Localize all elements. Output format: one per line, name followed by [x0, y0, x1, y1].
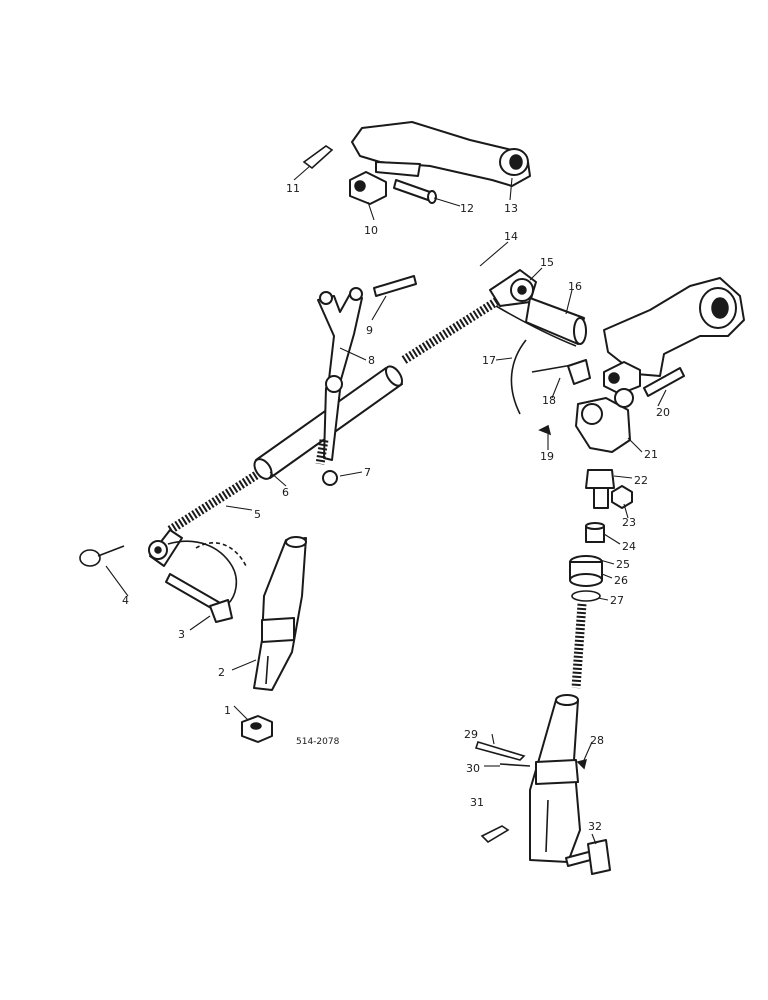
callout-5: 5 [254, 508, 261, 521]
nipple-28 [576, 758, 588, 770]
callout-16: 16 [568, 280, 582, 293]
crank-18 [531, 359, 591, 385]
pin-3 [165, 573, 233, 623]
leader-lines [105, 165, 667, 845]
callout-29: 29 [464, 728, 478, 741]
callout-8: 8 [368, 354, 375, 367]
callout-12: 12 [460, 202, 474, 215]
pin-30 [499, 763, 531, 767]
bracket-2 [253, 536, 307, 691]
callout-24: 24 [622, 540, 636, 553]
nut-1 [241, 715, 273, 743]
nipple-19 [538, 424, 552, 436]
callout-30: 30 [466, 762, 480, 775]
callout-20: 20 [656, 406, 670, 419]
callout-6: 6 [282, 486, 289, 499]
pin-20 [643, 367, 685, 397]
collar-24 [585, 522, 605, 543]
callout-7: 7 [364, 466, 371, 479]
callout-10: 10 [364, 224, 378, 237]
callout-13: 13 [504, 202, 518, 215]
leveling-screw [571, 603, 587, 689]
clip-17 [510, 339, 527, 415]
callout-labels: 1 2 3 4 5 6 7 8 9 10 11 12 13 14 15 16 1… [122, 182, 670, 833]
callout-26: 26 [614, 574, 628, 587]
housing-21 [575, 388, 634, 453]
pin-12 [393, 179, 437, 204]
callout-28: 28 [590, 734, 604, 747]
washer-27 [571, 590, 601, 602]
callout-25: 25 [616, 558, 630, 571]
clip-11 [302, 145, 334, 170]
callout-23: 23 [622, 516, 636, 529]
callout-22: 22 [634, 474, 648, 487]
pin-32 [565, 839, 611, 875]
lift-arm-right [603, 277, 745, 377]
split-pin-29 [474, 741, 526, 761]
callout-1: 1 [224, 704, 231, 717]
nut-23 [611, 485, 633, 509]
callout-27: 27 [610, 594, 624, 607]
callout-14: 14 [504, 230, 518, 243]
lift-arm-upper [351, 121, 531, 187]
callout-21: 21 [644, 448, 658, 461]
callout-18: 18 [542, 394, 556, 407]
callout-31: 31 [470, 796, 484, 809]
lower-yoke [529, 694, 581, 863]
callout-32: 32 [588, 820, 602, 833]
callout-19: 19 [540, 450, 554, 463]
clip-31 [480, 825, 510, 844]
callout-17: 17 [482, 354, 496, 367]
callout-3: 3 [178, 628, 185, 641]
pinion-22 [585, 469, 615, 509]
bushing-right [603, 361, 641, 395]
ring-pin-4 [79, 545, 125, 567]
callout-9: 9 [366, 324, 373, 337]
top-link-assembly [148, 269, 587, 605]
bushing-10 [349, 171, 387, 205]
callout-11: 11 [286, 182, 300, 195]
reference-code: 514-2078 [296, 737, 340, 747]
callout-4: 4 [122, 594, 129, 607]
gear-26 [569, 555, 603, 587]
callout-15: 15 [540, 256, 554, 269]
callout-2: 2 [218, 666, 225, 679]
